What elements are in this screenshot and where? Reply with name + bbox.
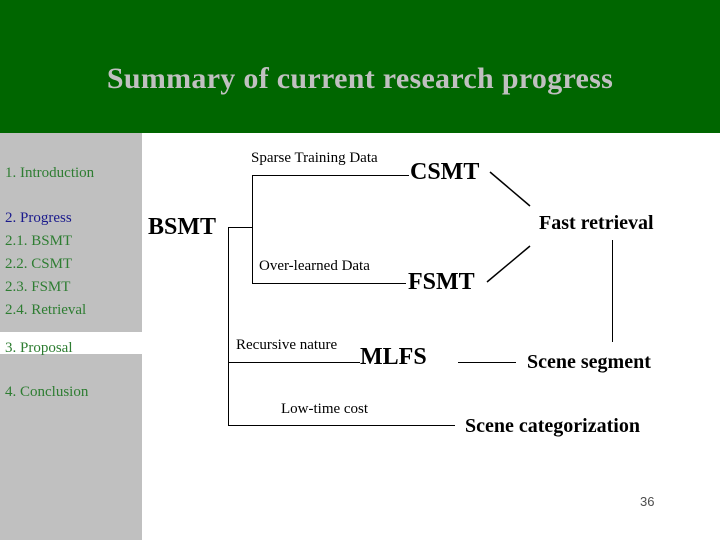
diagram-node-fsmt: FSMT — [408, 269, 475, 295]
sidebar-item-conclusion[interactable]: 4. Conclusion — [5, 385, 88, 400]
diagram-node-fast-retrieval: Fast retrieval — [539, 212, 654, 234]
edge-label-low-time-cost: Low-time cost — [281, 401, 369, 417]
connector-fsmt-to-fast-retrieval — [486, 245, 531, 283]
sidebar-item-label: 2.2. CSMT — [5, 256, 73, 272]
diagram-node-csmt: CSMT — [410, 159, 480, 185]
connector-fastretrieval-to-scene-segment — [612, 240, 613, 342]
sidebar-item-label: 4. Conclusion — [5, 384, 89, 400]
diagram-node-scene-segment: Scene segment — [527, 351, 651, 373]
edge-label-recursive-nature: Recursive nature — [236, 337, 338, 353]
sidebar-item-label: 2. Progress — [5, 210, 72, 226]
sidebar-item-label: 3. Proposal — [5, 340, 73, 356]
sidebar-item-label: 1. Introduction — [5, 165, 95, 181]
diagram-node-scene-categorization: Scene categorization — [465, 415, 640, 437]
page-number: 36 — [640, 494, 655, 509]
edge-label-over-learned-data: Over-learned Data — [259, 258, 370, 274]
sidebar-item-retrieval[interactable]: 2.4. Retrieval — [5, 303, 86, 318]
connector-recursive-to-mlfs — [228, 362, 360, 363]
connector-lowtime-to-categorization — [228, 425, 455, 426]
sidebar-item-proposal[interactable]: 3. Proposal — [5, 341, 73, 356]
sidebar-item-csmt[interactable]: 2.2. CSMT — [5, 257, 72, 272]
edge-label-sparse-training-data: Sparse Training Data — [251, 150, 378, 166]
connector-trunk-upper — [252, 175, 253, 283]
connector-trunk-lower — [228, 227, 229, 425]
connector-csmt-to-fast-retrieval — [489, 171, 531, 207]
connector-sparse-to-csmt — [252, 175, 409, 176]
connector-overlearned-to-fsmt — [252, 283, 406, 284]
title-band — [0, 0, 720, 133]
sidebar-item-label: 2.4. Retrieval — [5, 302, 87, 318]
sidebar-item-introduction[interactable]: 1. Introduction — [5, 166, 94, 181]
connector-bsmt-stub — [228, 227, 252, 228]
sidebar-item-fsmt[interactable]: 2.3. FSMT — [5, 280, 70, 295]
sidebar-item-label: 2.1. BSMT — [5, 233, 73, 249]
outline-sidebar: 1. Introduction 2. Progress 2.1. BSMT 2.… — [0, 133, 142, 540]
diagram-node-mlfs: MLFS — [360, 344, 427, 370]
sidebar-item-progress[interactable]: 2. Progress — [5, 211, 72, 226]
page-title: Summary of current research progress — [106, 62, 614, 95]
connector-mlfs-to-scene-segment — [458, 362, 516, 363]
sidebar-current-highlight — [0, 332, 142, 354]
sidebar-item-bsmt[interactable]: 2.1. BSMT — [5, 234, 72, 249]
sidebar-item-label: 2.3. FSMT — [5, 279, 71, 295]
diagram-node-bsmt: BSMT — [148, 214, 217, 240]
